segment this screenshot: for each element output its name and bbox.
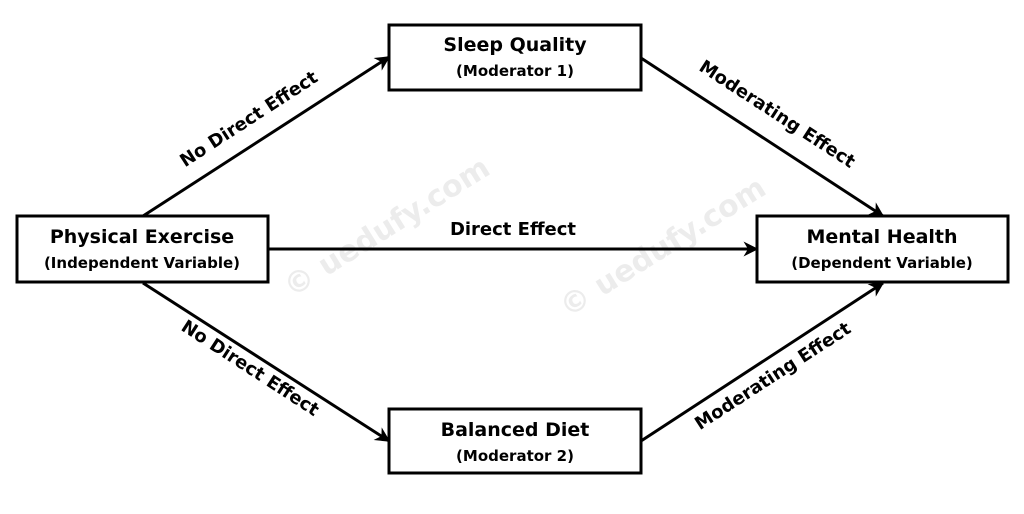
edge-label-exercise-to-mental: Direct Effect	[450, 219, 576, 240]
node-physical-exercise: Physical Exercise (Independent Variable)	[15, 214, 270, 284]
edge-label-exercise-to-diet: No Direct Effect	[177, 316, 323, 421]
node-sleep-quality: Sleep Quality (Moderator 1)	[387, 23, 643, 92]
node-physical-exercise-subtitle: (Independent Variable)	[44, 254, 240, 272]
node-balanced-diet-title: Balanced Diet	[441, 419, 590, 441]
node-balanced-diet-subtitle: (Moderator 2)	[456, 447, 574, 465]
node-physical-exercise-title: Physical Exercise	[50, 226, 234, 248]
edge-diet-to-mental	[640, 281, 885, 443]
node-sleep-quality-title: Sleep Quality	[443, 34, 587, 56]
node-sleep-quality-subtitle: (Moderator 1)	[456, 62, 574, 80]
node-mental-health-box	[755, 214, 1010, 284]
node-mental-health-subtitle: (Dependent Variable)	[791, 254, 973, 272]
node-sleep-quality-box	[387, 23, 643, 92]
edge-label-diet-to-mental: Moderating Effect	[691, 318, 855, 435]
edge-exercise-to-sleep	[142, 55, 391, 218]
node-mental-health-title: Mental Health	[806, 226, 957, 248]
edge-exercise-to-diet	[142, 281, 391, 443]
edge-sleep-to-mental	[640, 56, 885, 218]
node-mental-health: Mental Health (Dependent Variable)	[755, 214, 1010, 284]
node-balanced-diet-box	[387, 407, 643, 475]
watermark-2: © uedufy.com	[554, 170, 773, 325]
edge-label-exercise-to-sleep: No Direct Effect	[176, 67, 322, 172]
node-balanced-diet: Balanced Diet (Moderator 2)	[387, 407, 643, 475]
edge-label-sleep-to-mental: Moderating Effect	[695, 56, 859, 173]
node-physical-exercise-box	[15, 214, 270, 284]
